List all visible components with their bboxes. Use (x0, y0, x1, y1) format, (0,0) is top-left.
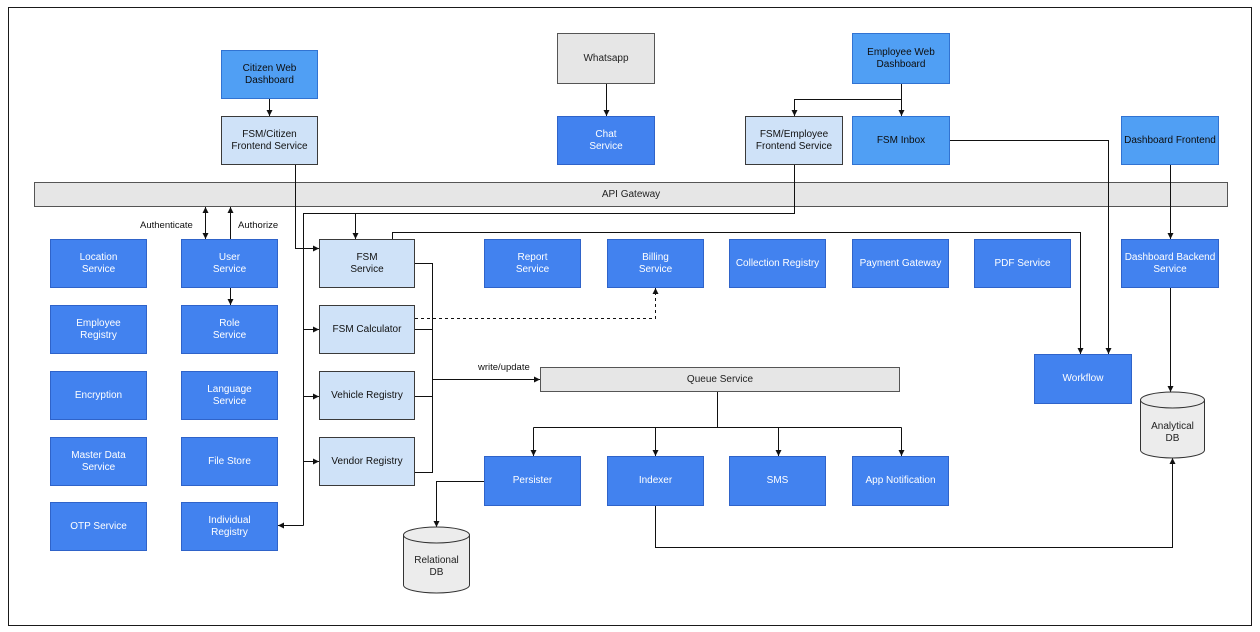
role-service: Role Service (181, 305, 278, 354)
authenticate-label: Authenticate (140, 220, 193, 231)
report-service: Report Service (484, 239, 581, 288)
dashboard-frontend: Dashboard Frontend (1121, 116, 1219, 165)
dashboard-backend-service: Dashboard Backend Service (1121, 239, 1219, 288)
fsm-employee-frontend-service: FSM/Employee Frontend Service (745, 116, 843, 165)
analytical-db-label: Analytical DB (1151, 421, 1194, 444)
pdf-service: PDF Service (974, 239, 1071, 288)
master-data-service: Master Data Service (50, 437, 147, 486)
vendor-registry: Vendor Registry (319, 437, 415, 486)
sms-service: SMS (729, 456, 826, 506)
write-update-label: write/update (478, 362, 530, 373)
relational-db-label: Relational DB (414, 555, 459, 578)
billing-service: Billing Service (607, 239, 704, 288)
user-service: User Service (181, 239, 278, 288)
language-service: Language Service (181, 371, 278, 420)
fsm-citizen-frontend-service: FSM/Citizen Frontend Service (221, 116, 318, 165)
authorize-label: Authorize (238, 220, 279, 231)
workflow-service: Workflow (1034, 354, 1132, 404)
fsm-inbox: FSM Inbox (852, 116, 950, 165)
queue-service: Queue Service (540, 367, 900, 392)
app-notification: App Notification (852, 456, 949, 506)
file-store: File Store (181, 437, 278, 486)
whatsapp: Whatsapp (557, 33, 655, 84)
collection-registry: Collection Registry (729, 239, 826, 288)
citizen-web-dashboard: Citizen Web Dashboard (221, 50, 318, 99)
fsm-calculator: FSM Calculator (319, 305, 415, 354)
otp-service: OTP Service (50, 502, 147, 551)
employee-web-dashboard: Employee Web Dashboard (852, 33, 950, 84)
encryption-service: Encryption (50, 371, 147, 420)
individual-registry: Individual Registry (181, 502, 278, 551)
api-gateway: API Gateway (34, 182, 1228, 207)
fsm-service: FSM Service (319, 239, 415, 288)
vehicle-registry: Vehicle Registry (319, 371, 415, 420)
chat-service: Chat Service (557, 116, 655, 165)
employee-registry: Employee Registry (50, 305, 147, 354)
diagram-frame (8, 7, 1252, 626)
indexer: Indexer (607, 456, 704, 506)
persister: Persister (484, 456, 581, 506)
payment-gateway: Payment Gateway (852, 239, 949, 288)
location-service: Location Service (50, 239, 147, 288)
